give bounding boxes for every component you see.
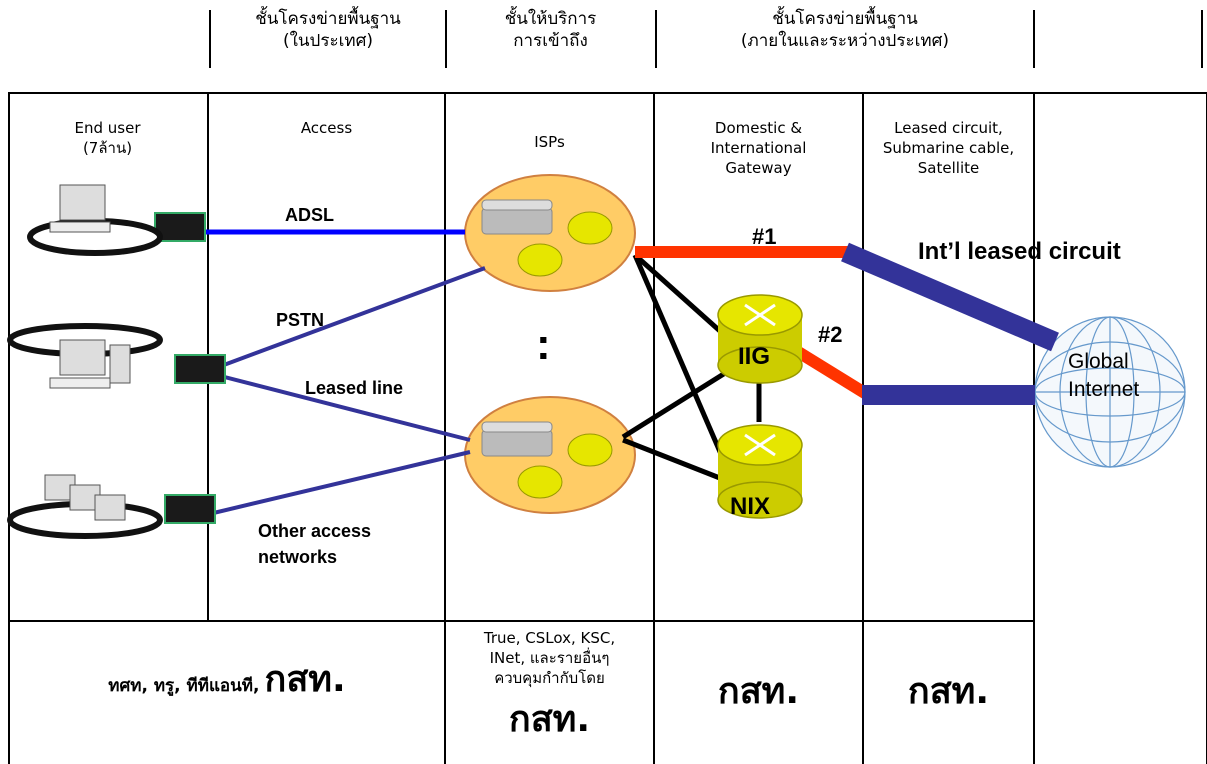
computer-icon-pstn-user: [7, 323, 163, 389]
nix-router-icon: [717, 424, 803, 519]
link-2-red: [791, 344, 872, 401]
footer-divider: [8, 620, 1035, 622]
header-layer-infrastructure-intl: ชั้นโครงข่ายพื้นฐาน (ภายในและระหว่างประเ…: [740, 9, 950, 51]
col-title-isps: ISPs: [534, 133, 565, 151]
pstn-label: PSTN: [276, 310, 325, 330]
grid-divider-3: [653, 92, 655, 764]
header-divider-2: [445, 10, 447, 68]
col-title-gateway: Domestic & International Gateway: [710, 119, 807, 177]
computer-icon-adsl-user: [27, 184, 163, 256]
iig-label: IIG: [738, 343, 771, 370]
grid-divider-2: [444, 92, 446, 764]
grid-divider-5: [1033, 92, 1035, 764]
header-layer-access-service: ชั้นให้บริการ การเข้าถึง: [504, 9, 597, 51]
global-internet-label: Global Internet: [1068, 350, 1140, 401]
footer-leased-big: กสท.: [907, 671, 990, 712]
header-layer-infrastructure-domestic: ชั้นโครงข่ายพื้นฐาน (ในประเทศ): [255, 9, 401, 51]
grid-divider-4: [862, 92, 864, 764]
leased-line-link: [204, 370, 471, 442]
gateway-links: [621, 253, 762, 485]
intl-circuit-1: [841, 242, 1059, 352]
isp-cloud-top: [464, 174, 636, 292]
footer-operators-prefix: ทศท, ทรู, ทีทีแอนที,: [108, 676, 260, 696]
modem-icon-other: [164, 494, 216, 524]
leased-line-label: Leased line: [305, 378, 404, 398]
isp-ellipsis: :: [536, 320, 551, 369]
globe-icon: [1034, 316, 1186, 468]
footer-operators-big: กสท.: [264, 659, 346, 700]
col-title-leased: Leased circuit, Submarine cable, Satelli…: [882, 119, 1015, 177]
modem-icon-pstn: [174, 354, 226, 384]
modem-icon-adsl: [154, 212, 206, 242]
footer-operators: ทศท, ทรู, ทีทีแอนที, กสท.: [10, 650, 444, 707]
computer-icon-other-user: [7, 474, 163, 539]
iig-router-icon: [717, 294, 803, 384]
header-divider-3: [655, 10, 657, 68]
footer-isps-text: True, CSLox, KSC, INet, และรายอื่นๆ ควบค…: [483, 629, 616, 687]
header-divider-1: [209, 10, 211, 68]
col-title-access: Access: [300, 119, 353, 137]
footer-isps-big: กสท.: [508, 699, 591, 740]
header-divider-4: [1033, 10, 1035, 68]
link-2-label: #2: [818, 322, 843, 347]
footer-gateway-big: กสท.: [717, 671, 800, 712]
link-1-label: #1: [752, 224, 777, 249]
nix-label: NIX: [730, 493, 771, 520]
intl-circuit-label: Int’l leased circuit: [918, 238, 1121, 265]
adsl-label: ADSL: [285, 205, 334, 225]
other-access-link: [204, 450, 471, 517]
header-divider-5: [1201, 10, 1203, 68]
other-access-label: Other access networks: [258, 521, 372, 567]
isp-cloud-bottom: [464, 396, 636, 514]
col-title-end-user: End user (7ล้าน): [74, 119, 141, 157]
pstn-link: [204, 266, 486, 374]
